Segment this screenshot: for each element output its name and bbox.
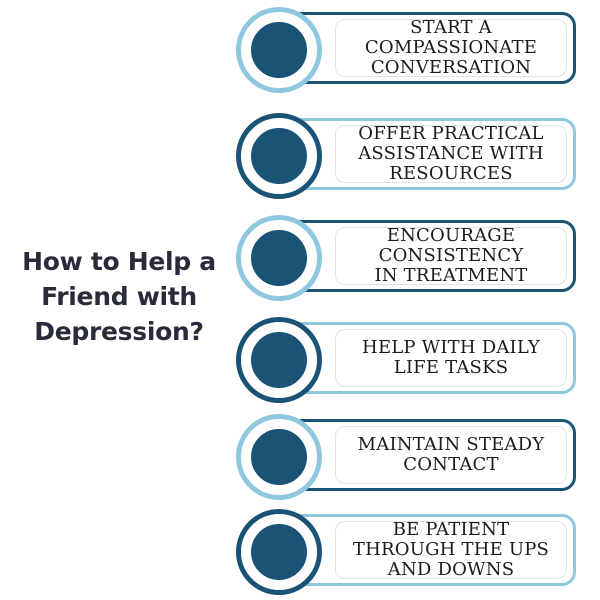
- step-3-line-1: ENCOURAGE: [386, 225, 516, 246]
- step-5: MAINTAIN STEADY CONTACT: [236, 414, 580, 500]
- step-2-line-2: ASSISTANCE WITH: [358, 143, 544, 164]
- step-1-line-1: START A: [410, 17, 492, 38]
- step-1-line-2: COMPASSIONATE: [364, 37, 538, 58]
- step-2-line-1: OFFER PRACTICAL: [358, 123, 544, 144]
- title-line-2: Friend with: [41, 282, 197, 311]
- step-6-box: BE PATIENT THROUGH THE UPS AND DOWNS: [278, 514, 576, 586]
- step-1-line-3: CONVERSATION: [370, 57, 532, 78]
- step-2: OFFER PRACTICAL ASSISTANCE WITH RESOURCE…: [236, 113, 580, 199]
- step-2-line-3: RESOURCES: [389, 163, 513, 184]
- step-4-line-1: HELP WITH DAILY: [362, 337, 540, 358]
- step-4-line-2: LIFE TASKS: [393, 357, 509, 378]
- step-6-line-1: BE PATIENT: [392, 519, 510, 540]
- step-3-text: ENCOURAGE CONSISTENCY IN TREATMENT: [335, 225, 567, 286]
- step-4-box: HELP WITH DAILY LIFE TASKS: [278, 322, 576, 394]
- step-5-text: MAINTAIN STEADY CONTACT: [335, 426, 567, 484]
- step-4-text: HELP WITH DAILY LIFE TASKS: [335, 329, 567, 387]
- step-6-text: BE PATIENT THROUGH THE UPS AND DOWNS: [335, 519, 567, 580]
- step-3-line-3: IN TREATMENT: [374, 265, 528, 286]
- step-5-line-2: CONTACT: [403, 454, 499, 475]
- step-2-box: OFFER PRACTICAL ASSISTANCE WITH RESOURCE…: [278, 118, 576, 190]
- step-6: BE PATIENT THROUGH THE UPS AND DOWNS: [236, 509, 580, 595]
- step-5-circle-icon: [236, 414, 322, 500]
- diagram-title: How to Help a Friend with Depression?: [8, 244, 230, 349]
- step-3-circle-icon: [236, 215, 322, 301]
- title-line-1: How to Help a: [22, 247, 216, 276]
- step-6-line-2: THROUGH THE UPS: [352, 539, 550, 560]
- step-1-box: START A COMPASSIONATE CONVERSATION: [278, 12, 576, 84]
- step-5-line-1: MAINTAIN STEADY: [357, 434, 545, 455]
- step-3-line-2: CONSISTENCY: [378, 245, 524, 266]
- step-4-circle-icon: [236, 317, 322, 403]
- step-1-text: START A COMPASSIONATE CONVERSATION: [335, 17, 567, 78]
- step-5-box: MAINTAIN STEADY CONTACT: [278, 419, 576, 491]
- step-1-circle-icon: [236, 7, 322, 93]
- step-2-circle-icon: [236, 113, 322, 199]
- step-3: ENCOURAGE CONSISTENCY IN TREATMENT: [236, 215, 580, 301]
- title-line-3: Depression?: [34, 317, 204, 346]
- step-6-circle-icon: [236, 509, 322, 595]
- step-1: START A COMPASSIONATE CONVERSATION: [236, 7, 580, 93]
- step-6-line-3: AND DOWNS: [387, 559, 515, 580]
- step-4: HELP WITH DAILY LIFE TASKS: [236, 317, 580, 403]
- step-2-text: OFFER PRACTICAL ASSISTANCE WITH RESOURCE…: [335, 123, 567, 184]
- step-3-box: ENCOURAGE CONSISTENCY IN TREATMENT: [278, 220, 576, 292]
